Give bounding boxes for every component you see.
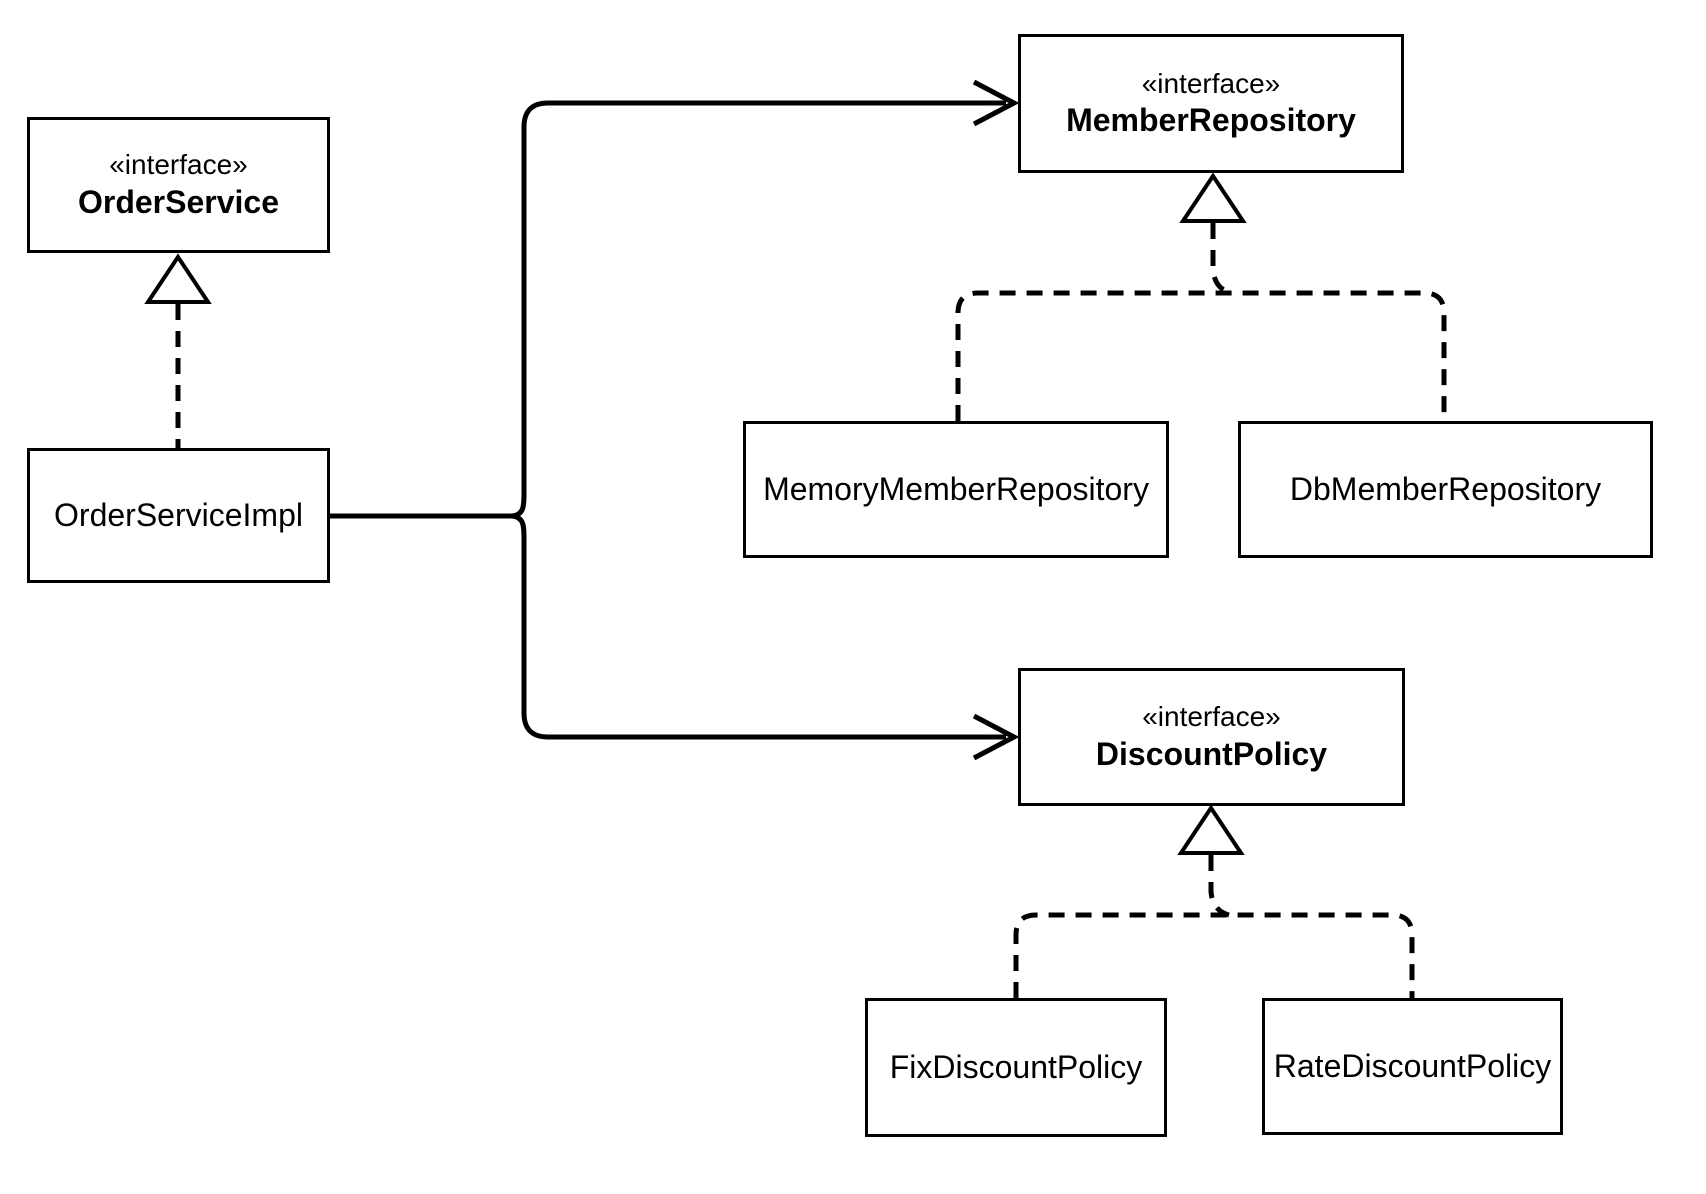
- class-name-label: OrderServiceImpl: [54, 496, 303, 533]
- class-name-label: DbMemberRepository: [1289, 470, 1602, 507]
- class-name-label: MemberRepository: [1066, 102, 1356, 139]
- realization-stem-discount-policy: [1208, 855, 1230, 918]
- class-box-order-service-impl: OrderServiceImpl: [27, 448, 330, 583]
- open-arrowhead-discount-policy: [972, 713, 1020, 761]
- open-arrowhead-member-repository: [972, 79, 1020, 127]
- hollow-triangle-order-service: [144, 253, 212, 304]
- class-box-memory-member-repository: MemoryMemberRepository: [743, 421, 1169, 558]
- class-box-db-member-repository: DbMemberRepository: [1238, 421, 1653, 558]
- class-name-label: RateDiscountPolicy: [1273, 1047, 1552, 1084]
- realization-branch-member-repository: [955, 290, 1447, 421]
- class-box-rate-discount-policy: RateDiscountPolicy: [1262, 998, 1563, 1135]
- hollow-triangle-member-repository: [1179, 172, 1247, 223]
- realization-branch-discount-policy: [1013, 912, 1415, 998]
- class-box-order-service: «interface» OrderService: [27, 117, 330, 253]
- class-name-label: DiscountPolicy: [1095, 735, 1328, 772]
- class-name-label: FixDiscountPolicy: [889, 1048, 1143, 1085]
- class-box-discount-policy: «interface» DiscountPolicy: [1018, 668, 1405, 806]
- class-name-label: MemoryMemberRepository: [763, 470, 1149, 507]
- class-box-fix-discount-policy: FixDiscountPolicy: [865, 998, 1167, 1137]
- stereotype-label: «interface»: [109, 149, 248, 181]
- realization-stem-member-repository: [1210, 223, 1232, 296]
- stereotype-label: «interface»: [1141, 67, 1281, 99]
- dependency-line-discount-policy: [511, 513, 1006, 740]
- stereotype-label: «interface»: [1142, 701, 1281, 733]
- hollow-triangle-discount-policy: [1177, 804, 1245, 855]
- class-name-label: OrderService: [77, 183, 279, 220]
- dependency-line-member-repository: [511, 100, 1006, 519]
- class-box-member-repository: «interface» MemberRepository: [1018, 34, 1404, 173]
